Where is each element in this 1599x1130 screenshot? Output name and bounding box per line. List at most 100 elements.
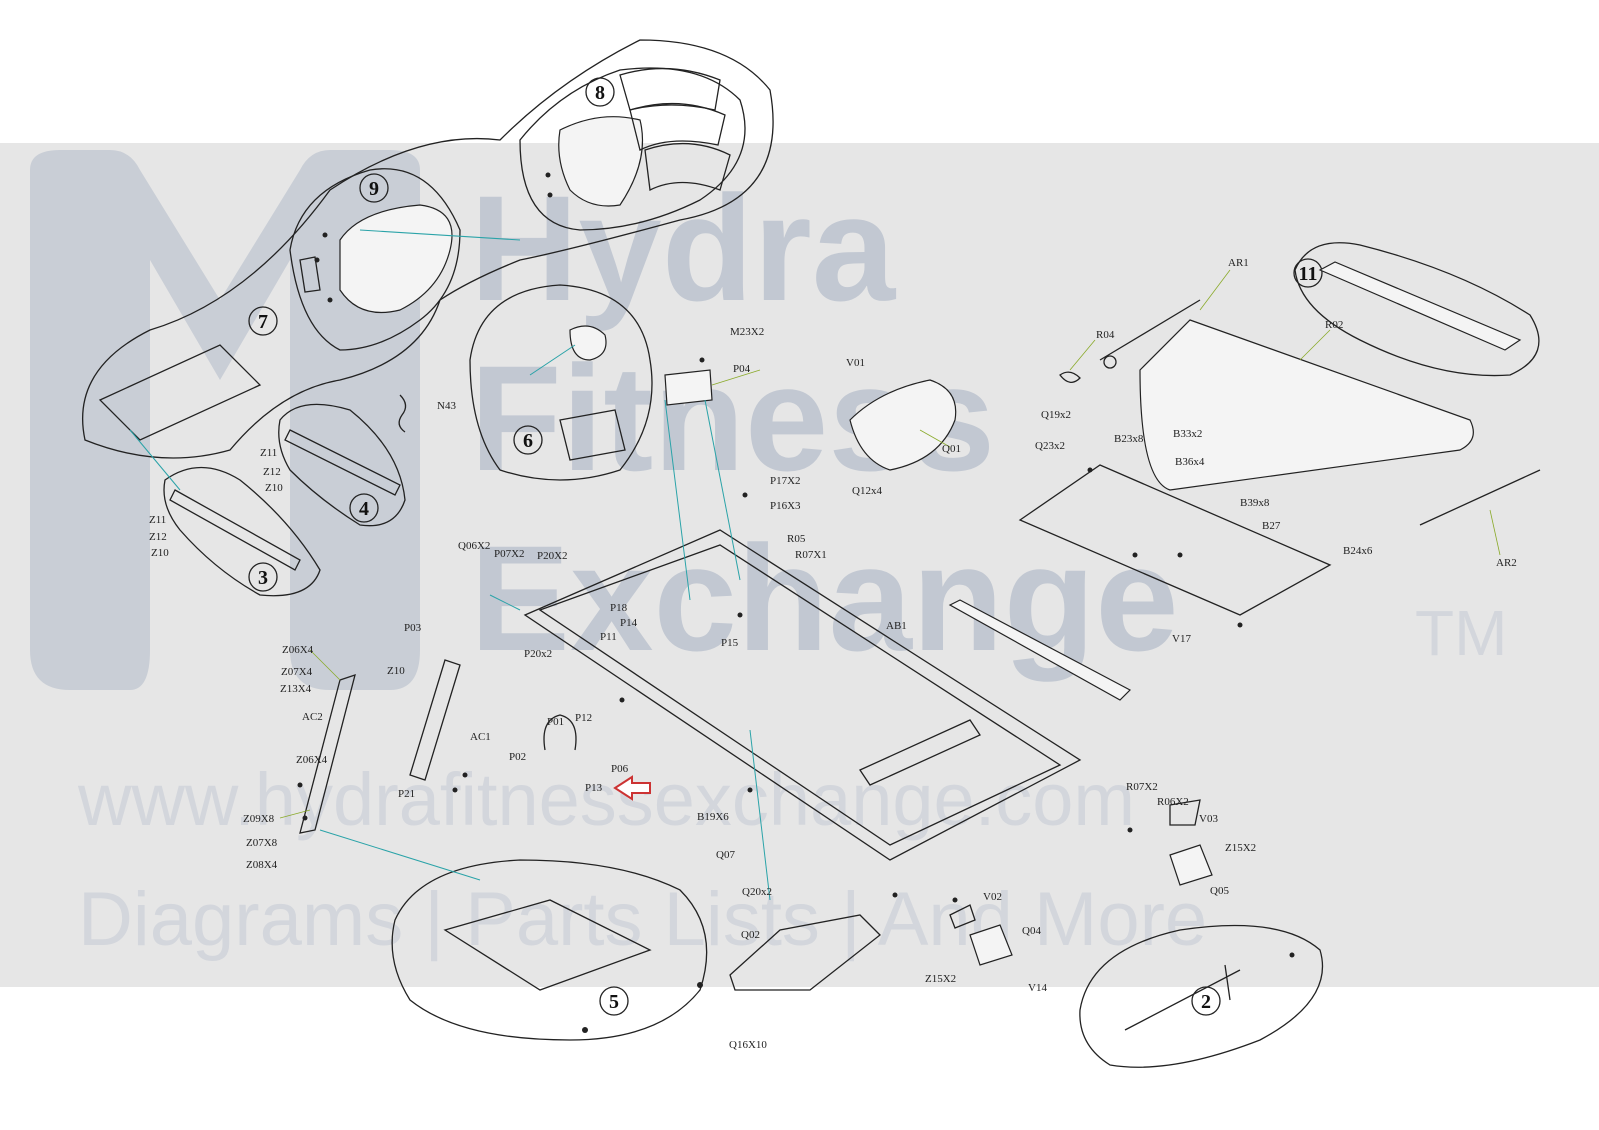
label-M23X2: M23X2 — [730, 326, 764, 338]
part-incline-arm-upright — [1224, 964, 1231, 1001]
label-P01: P01 — [547, 716, 564, 728]
part-incline-arm — [1124, 969, 1241, 1031]
fastener-screw — [547, 192, 553, 198]
part-front-roller-cap — [1103, 355, 1117, 369]
label-Z12-upper: Z12 — [263, 466, 281, 478]
callout-9: 9 — [369, 178, 379, 200]
label-R07X1: R07X1 — [795, 549, 827, 561]
label-Z08X4: Z08X4 — [246, 859, 278, 871]
part-power-cord — [398, 394, 407, 433]
label-P03: P03 — [404, 622, 422, 634]
leader-R04 — [1069, 339, 1096, 371]
leader-Z06X4 — [309, 649, 341, 681]
label-P12: P12 — [575, 712, 592, 724]
label-Z07X4: Z07X4 — [281, 666, 313, 678]
part-console-housing — [339, 204, 453, 314]
callout-circle-3 — [248, 562, 278, 592]
fastener-screw — [892, 892, 898, 898]
label-Q20x2: Q20x2 — [742, 886, 772, 898]
label-P17X2: P17X2 — [770, 475, 801, 487]
label-Z10-upper: Z10 — [265, 482, 283, 494]
callout-circle-7 — [248, 306, 278, 336]
label-R07X2: R07X2 — [1126, 781, 1158, 793]
leader-lines — [279, 269, 1501, 819]
callout-circle-6 — [513, 425, 543, 455]
label-B36x4: B36x4 — [1175, 456, 1205, 468]
part-motor-mount — [559, 409, 626, 461]
label-R06X2: R06X2 — [1157, 796, 1189, 808]
outline-group-8 — [519, 67, 746, 231]
callout-2: 2 — [1201, 991, 1211, 1013]
label-AR1: AR1 — [1228, 257, 1249, 269]
indicator-arrow — [613, 775, 651, 801]
label-AR2: AR2 — [1496, 557, 1517, 569]
part-rear-end-cap-left — [969, 924, 1013, 966]
assembly-line-console — [359, 229, 521, 241]
part-console-bracket — [299, 256, 321, 293]
fastener-screw — [314, 257, 320, 263]
label-P18: P18 — [610, 602, 628, 614]
label-Z11-upper: Z11 — [260, 447, 277, 459]
leader-AR1 — [1199, 269, 1231, 311]
label-N43: N43 — [437, 400, 456, 412]
part-drive-belt — [1059, 371, 1081, 383]
part-top-rail — [1318, 261, 1522, 351]
label-P04: P04 — [733, 363, 751, 375]
fastener-screw — [545, 172, 551, 178]
label-B33x2: B33x2 — [1173, 428, 1202, 440]
fastener-screw — [952, 897, 958, 903]
fastener-screw — [1087, 467, 1093, 473]
parts-drawing — [98, 67, 1541, 1031]
label-Z06X4-lower: Z06X4 — [296, 754, 328, 766]
callout-circle-4 — [349, 493, 379, 523]
label-Z07X8: Z07X8 — [246, 837, 278, 849]
outline-group-11 — [1294, 242, 1540, 377]
label-R04: R04 — [1096, 329, 1115, 341]
red-arrow-icon — [613, 775, 651, 801]
callout-3: 3 — [258, 567, 268, 589]
fastener-foot — [697, 982, 703, 988]
fasteners — [297, 172, 1295, 1033]
callout-numbers: 2 3 4 5 6 7 8 9 11 — [248, 77, 1323, 1016]
callout-circle-11 — [1293, 258, 1323, 288]
label-P06: P06 — [611, 763, 629, 775]
label-V17: V17 — [1172, 633, 1191, 645]
label-AC2: AC2 — [302, 711, 323, 723]
outline-group-6 — [469, 284, 653, 481]
label-P02: P02 — [509, 751, 526, 763]
label-R02: R02 — [1325, 319, 1343, 331]
outline-group-4 — [278, 403, 406, 527]
assembly-line-controller-left — [664, 399, 691, 601]
label-AC1: AC1 — [470, 731, 491, 743]
fastener-screw — [302, 815, 308, 821]
part-left-handrail — [169, 489, 301, 571]
part-bottom-cover — [729, 914, 881, 991]
fastener-screw — [1132, 552, 1138, 558]
fastener-screw — [1177, 552, 1183, 558]
label-P21: P21 — [398, 788, 415, 800]
part-upright-left — [299, 674, 356, 834]
label-Q23x2: Q23x2 — [1035, 440, 1065, 452]
leader-Z09X8 — [279, 809, 311, 819]
leader-Q01 — [919, 429, 951, 448]
fastener-screw — [699, 357, 705, 363]
part-drive-motor — [569, 325, 607, 361]
label-Q04: Q04 — [1022, 925, 1041, 937]
label-Z15X2-rear: Z15X2 — [1225, 842, 1256, 854]
part-right-handrail — [284, 429, 401, 496]
part-upright-right — [409, 659, 461, 781]
label-B39x8: B39x8 — [1240, 497, 1270, 509]
label-P07X2: P07X2 — [494, 548, 525, 560]
part-overlay-bottom — [644, 142, 731, 191]
callout-5: 5 — [609, 991, 619, 1013]
callout-circle-8 — [585, 77, 615, 107]
label-V01: V01 — [846, 357, 865, 369]
part-controller-board — [664, 369, 713, 406]
assembly-line-bottom — [749, 729, 771, 901]
group-outlines — [81, 39, 1540, 1068]
label-Q16X10: Q16X10 — [729, 1039, 767, 1051]
label-Q02: Q02 — [741, 929, 760, 941]
tagline: Diagrams | Parts Lists | And More — [78, 877, 1207, 962]
callout-8: 8 — [595, 82, 605, 104]
